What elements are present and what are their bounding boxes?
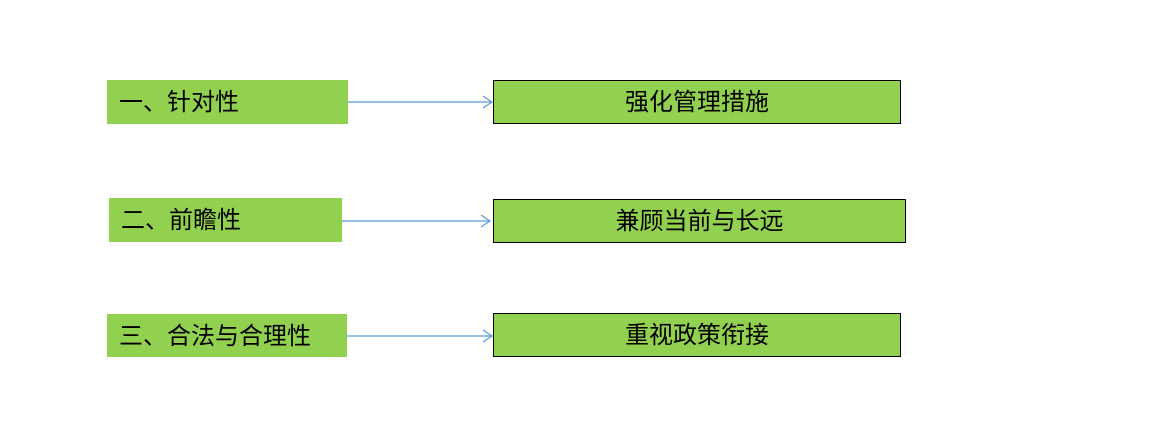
left-box-3: 三、合法与合理性 [107, 314, 347, 357]
arrow-2 [342, 214, 492, 228]
left-box-2: 二、前瞻性 [109, 198, 342, 242]
arrow-3 [347, 329, 494, 343]
left-label-1: 一、针对性 [119, 88, 239, 116]
right-label-2: 兼顾当前与长远 [615, 207, 784, 235]
right-box-1: 强化管理措施 [493, 80, 901, 124]
right-box-3: 重视政策衔接 [493, 313, 901, 357]
right-box-2: 兼顾当前与长远 [493, 199, 906, 243]
arrow-1 [348, 95, 494, 109]
left-label-3: 三、合法与合理性 [119, 321, 311, 350]
right-label-3: 重视政策衔接 [625, 321, 769, 349]
left-label-2: 二、前瞻性 [121, 206, 241, 234]
left-box-1: 一、针对性 [107, 80, 348, 124]
right-label-1: 强化管理措施 [625, 88, 769, 116]
